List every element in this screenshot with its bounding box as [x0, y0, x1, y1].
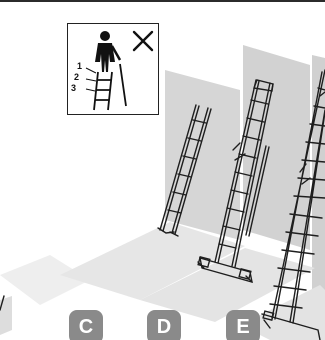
- floor-panel-edge: [0, 296, 12, 335]
- floor-panel-left: [0, 255, 90, 305]
- rung-number-1: 1: [77, 61, 83, 71]
- variant-badge-e: E: [226, 310, 260, 340]
- wall-panel-c: [165, 70, 240, 240]
- floor-panel-d: [140, 248, 315, 322]
- ladder-c: [157, 104, 212, 237]
- variant-badge-c: C: [69, 310, 103, 340]
- wall-panel-d: [243, 45, 310, 250]
- ladder-d: [197, 79, 274, 283]
- rung-number-2: 2: [74, 72, 80, 82]
- person-standing-on-top-rungs-icon: [85, 31, 127, 111]
- cross-icon: [132, 30, 154, 52]
- top-divider: [0, 0, 325, 2]
- ladder-e: [261, 69, 325, 340]
- floor-panel-c: [60, 222, 245, 300]
- ladder-fragment-left: [0, 295, 5, 311]
- rung-number-3: 3: [71, 83, 77, 93]
- warning-pictogram: 1 2 3: [67, 23, 159, 115]
- variant-badge-d: D: [147, 310, 181, 340]
